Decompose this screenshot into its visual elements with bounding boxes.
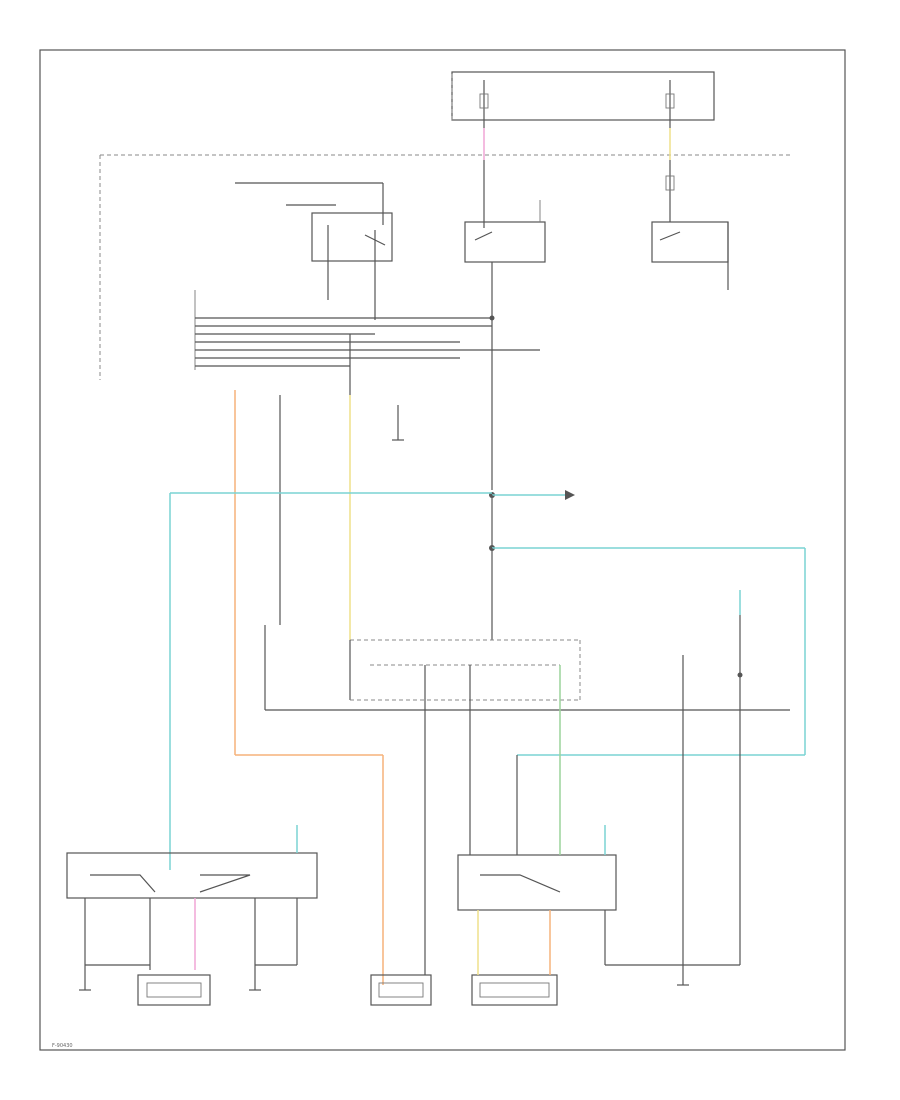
- daytime-running-relay: [651, 200, 729, 290]
- left-headlamp-assembly: [137, 974, 211, 1006]
- park-lamp-relay: [235, 182, 393, 320]
- right-parking-lamp: [471, 974, 558, 1006]
- ground-symbols: [79, 439, 689, 991]
- headlamp-switch: [264, 625, 790, 740]
- right-turn-signal-module: [457, 725, 740, 975]
- hi-lo-beam-relay: [464, 200, 546, 318]
- right-lamp-branch: [682, 590, 743, 985]
- diagram-code: F-90430: [52, 1043, 73, 1049]
- hot-at-all-times-fuse-box: [451, 71, 715, 128]
- diagram-frame: [39, 49, 846, 1051]
- mid-section-wires: [234, 318, 493, 985]
- fuse-feed-wires: [483, 128, 675, 228]
- left-parking-lamp: [370, 725, 432, 1006]
- generic-electronic-module-pins: [194, 290, 540, 395]
- splice-and-cyan-bus: [169, 490, 806, 855]
- left-turn-signal-module: [66, 825, 318, 990]
